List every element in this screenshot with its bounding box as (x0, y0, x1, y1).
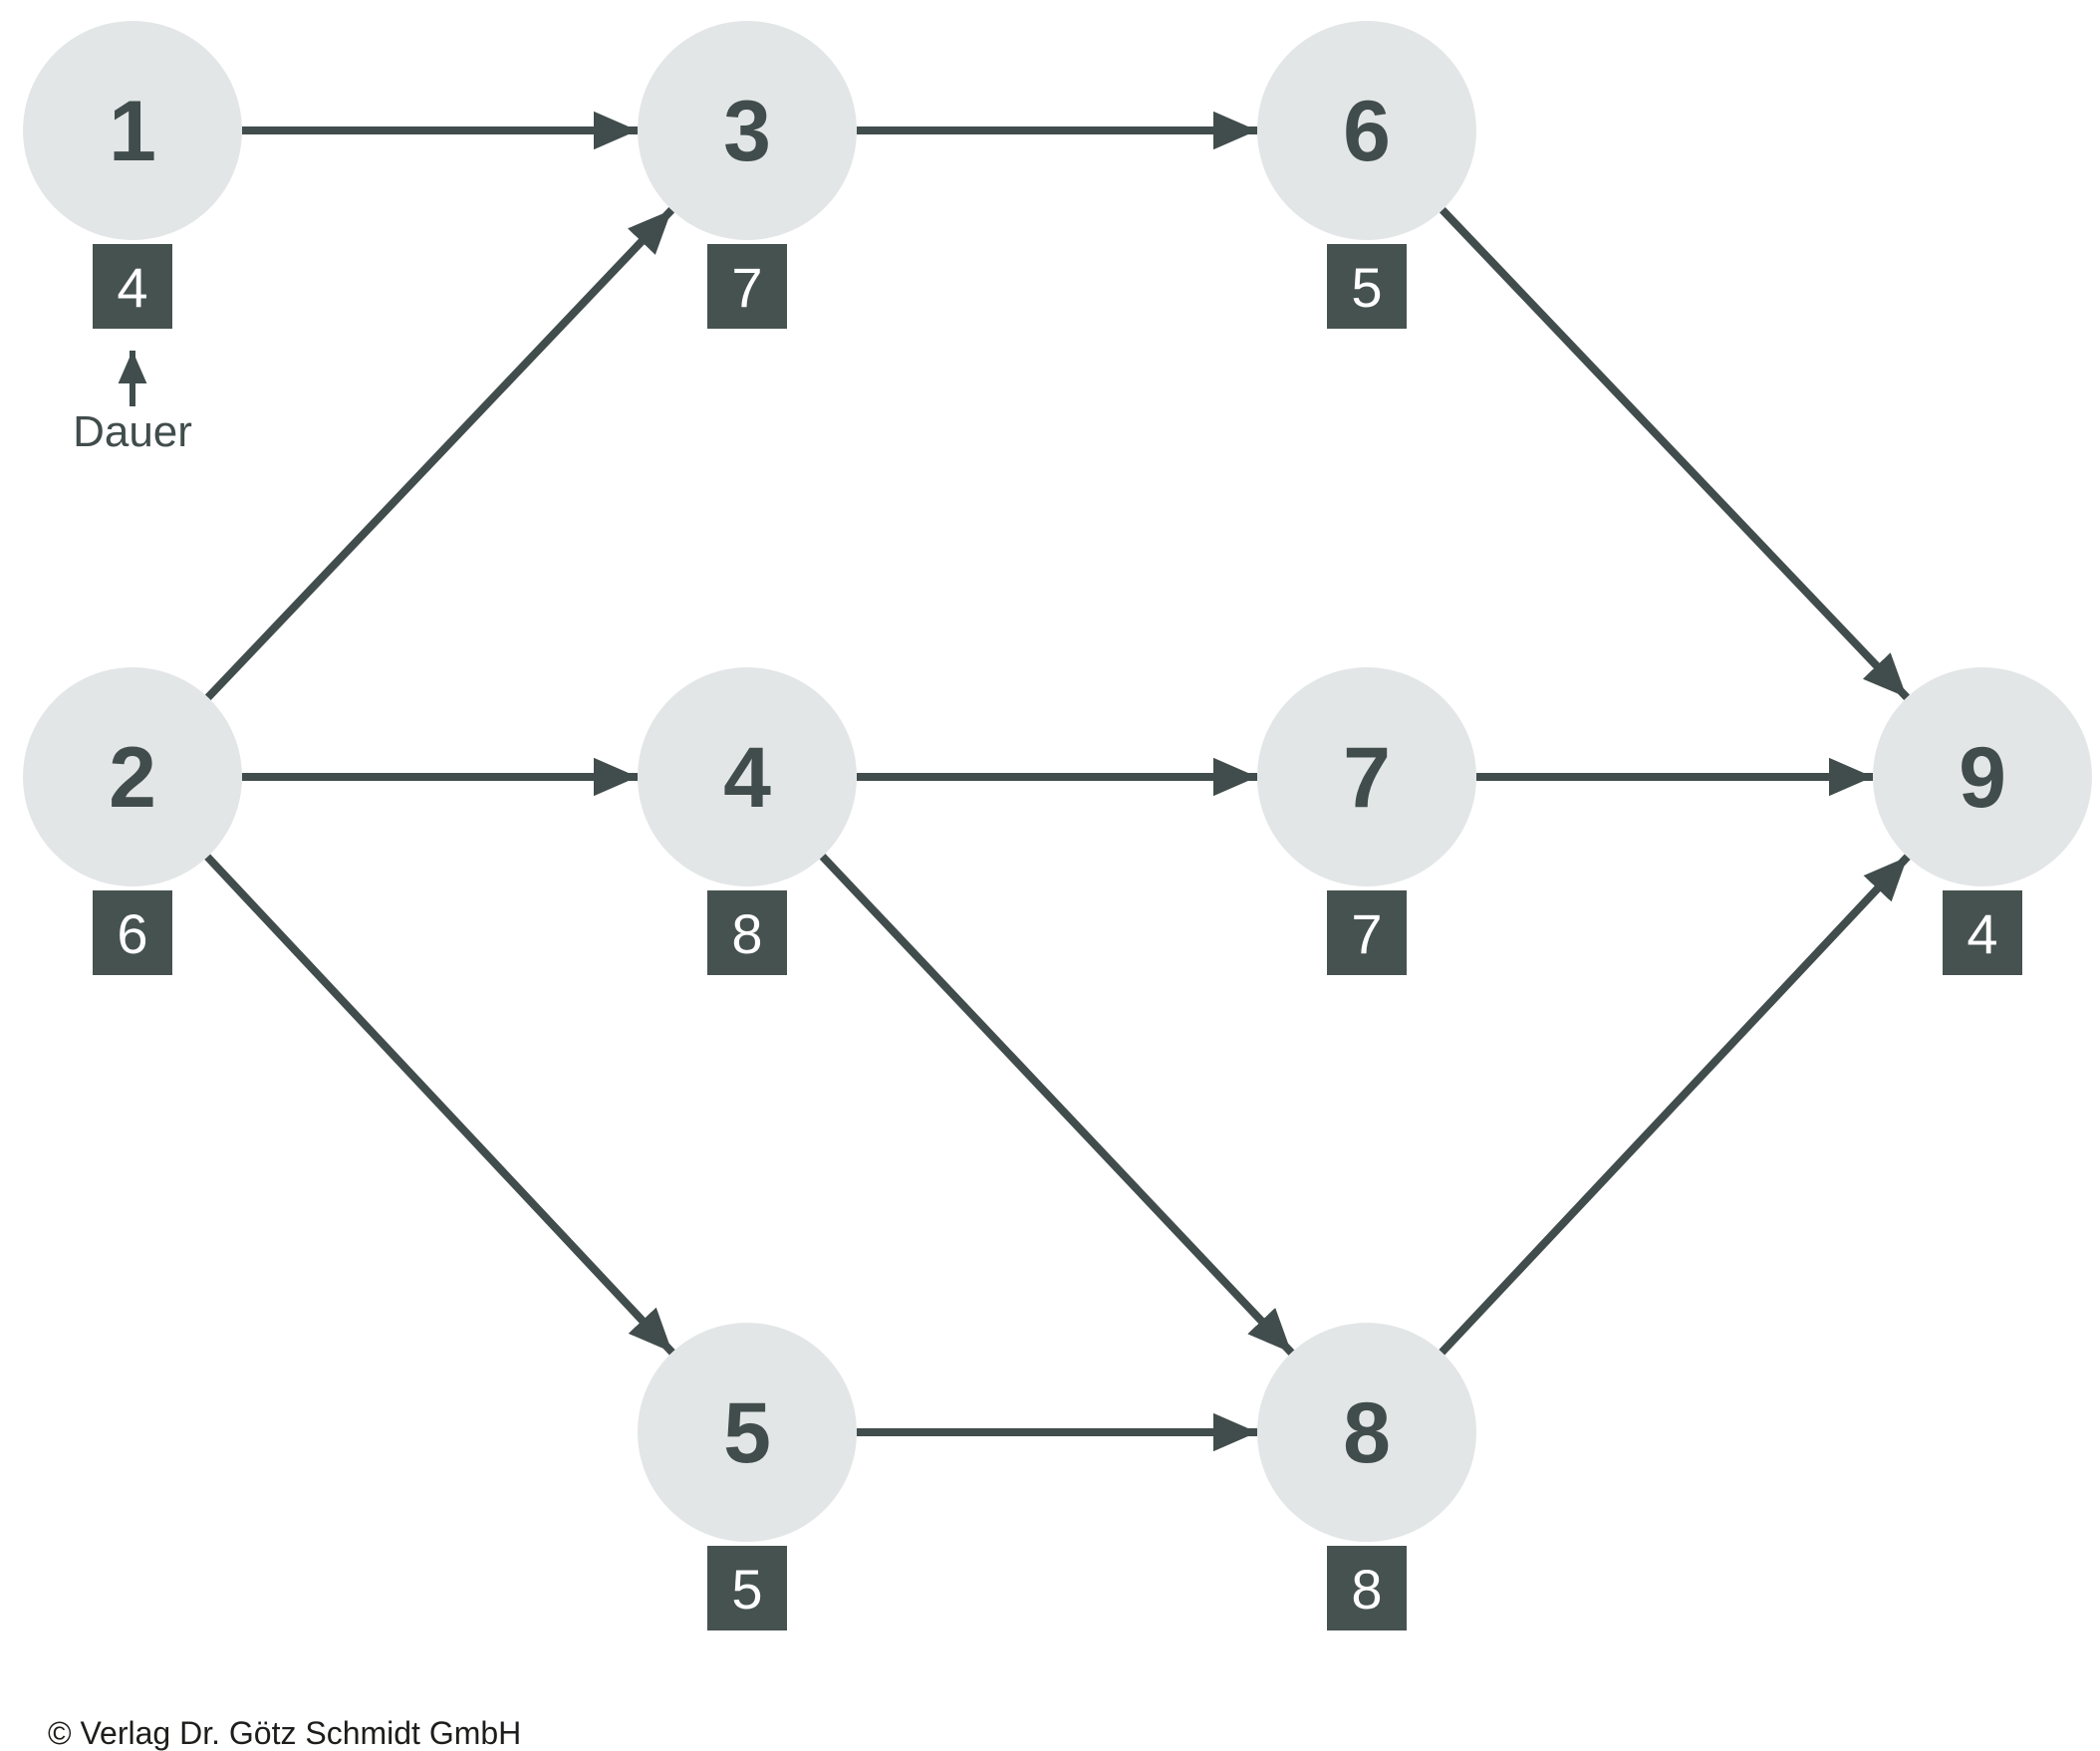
node-1-label: 1 (109, 84, 156, 179)
edge-2-5-arrow (204, 854, 675, 1356)
node-3-label: 3 (723, 84, 771, 179)
edge-8-9-arrow (1439, 854, 1911, 1356)
node-4-duration-box (707, 890, 787, 975)
node-2-duration-value: 6 (117, 902, 147, 965)
copyright-text: © Verlag Dr. Götz Schmidt GmbH (48, 1715, 521, 1751)
node-5: 55 (638, 1323, 857, 1630)
edges-layer (204, 111, 1911, 1452)
node-4: 48 (638, 667, 857, 975)
node-3-duration-value: 7 (731, 256, 762, 319)
node-4-duration-value: 8 (731, 902, 762, 965)
node-2: 26 (23, 667, 242, 975)
node-5-duration-value: 5 (731, 1558, 762, 1621)
node-4-circle (638, 667, 857, 886)
node-4-label: 4 (723, 730, 771, 826)
node-6-circle (1257, 21, 1476, 240)
node-9-duration-value: 4 (1967, 902, 1997, 965)
edge-2-3-arrow (204, 206, 675, 701)
node-1-circle (23, 21, 242, 240)
node-3-duration-box (707, 244, 787, 329)
node-2-circle (23, 667, 242, 886)
node-7-duration-value: 7 (1351, 902, 1382, 965)
node-8-circle (1257, 1323, 1476, 1542)
edge-6-9-arrow (1440, 206, 1910, 701)
node-3-circle (638, 21, 857, 240)
node-2-label: 2 (109, 730, 156, 826)
node-7-circle (1257, 667, 1476, 886)
node-9-duration-box (1943, 890, 2022, 975)
node-9-label: 9 (1959, 730, 2006, 826)
node-7-label: 7 (1343, 730, 1391, 826)
node-9-circle (1873, 667, 2092, 886)
node-6-duration-value: 5 (1351, 256, 1382, 319)
node-8-duration-value: 8 (1351, 1558, 1382, 1621)
node-8: 88 (1257, 1323, 1476, 1630)
node-6-duration-box (1327, 244, 1407, 329)
node-8-duration-box (1327, 1546, 1407, 1630)
node-2-duration-box (93, 890, 172, 975)
node-1: 14 (23, 21, 242, 329)
dauer-label: Dauer (73, 407, 192, 456)
node-5-duration-box (707, 1546, 787, 1630)
node-5-label: 5 (723, 1385, 771, 1481)
node-3: 37 (638, 21, 857, 329)
node-9: 94 (1873, 667, 2092, 975)
node-1-duration-value: 4 (117, 256, 147, 319)
node-7: 77 (1257, 667, 1476, 975)
duration-annotation: Dauer (73, 351, 192, 456)
node-1-duration-box (93, 244, 172, 329)
edge-4-8-arrow (819, 854, 1295, 1356)
node-5-circle (638, 1323, 857, 1542)
node-6-label: 6 (1343, 84, 1391, 179)
node-8-label: 8 (1343, 1385, 1391, 1481)
node-6: 65 (1257, 21, 1476, 329)
node-7-duration-box (1327, 890, 1407, 975)
